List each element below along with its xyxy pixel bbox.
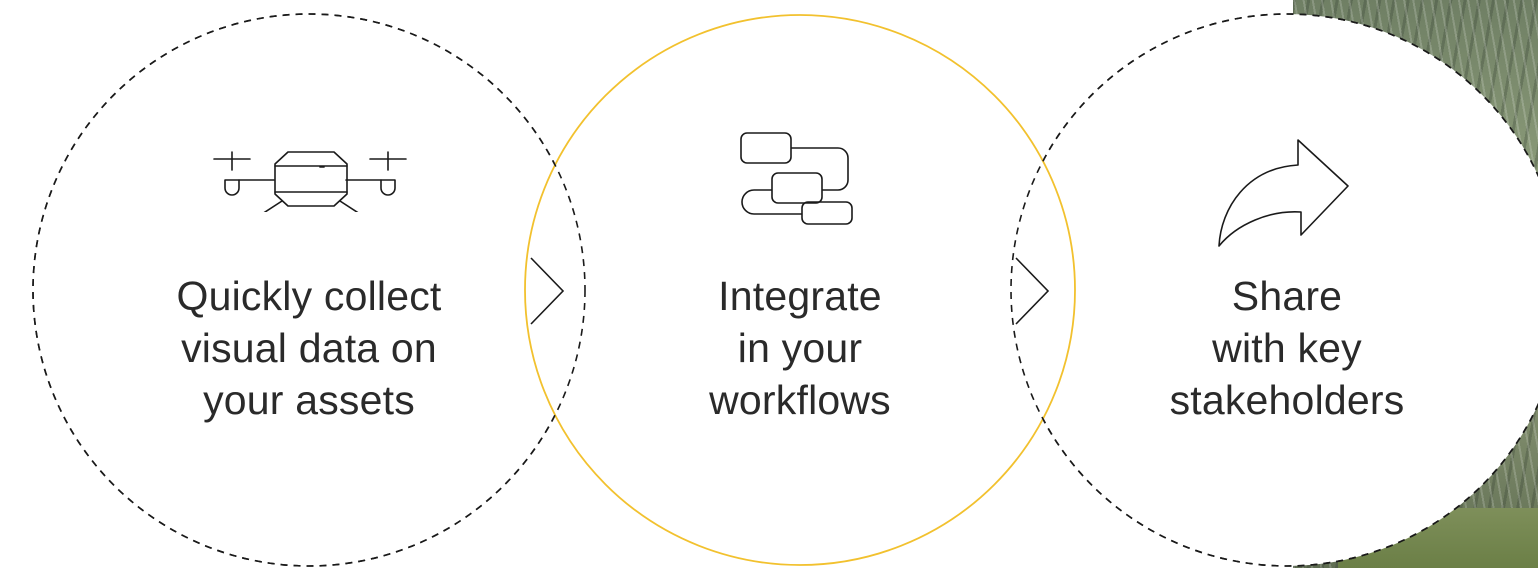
step-2-line-3: workflows [709,377,891,423]
step-1-line-3: your assets [203,377,415,423]
step-circle-2 [524,14,1076,566]
step-1-label: Quickly collect visual data on your asse… [119,270,499,426]
drone-icon [213,151,407,212]
workflow-icon [740,132,853,225]
step-2-label: Integrate in your workflows [620,270,980,426]
step-circle-3-overlay [1010,13,1538,567]
share-arrow-icon [1218,139,1349,247]
chevron-right-icon [530,257,565,325]
chevron-right-icon [1015,257,1050,325]
step-3-line-3: stakeholders [1169,377,1405,423]
step-3-line-1: Share [1231,273,1343,319]
step-1-line-1: Quickly collect [176,273,442,319]
step-2-line-1: Integrate [718,273,882,319]
step-1-line-2: visual data on [181,325,437,371]
step-3-line-2: with key [1212,325,1362,371]
step-circle-1-overlay [32,13,586,567]
step-3-label: Share with key stakeholders [1102,270,1472,426]
step-2-line-2: in your [737,325,863,371]
